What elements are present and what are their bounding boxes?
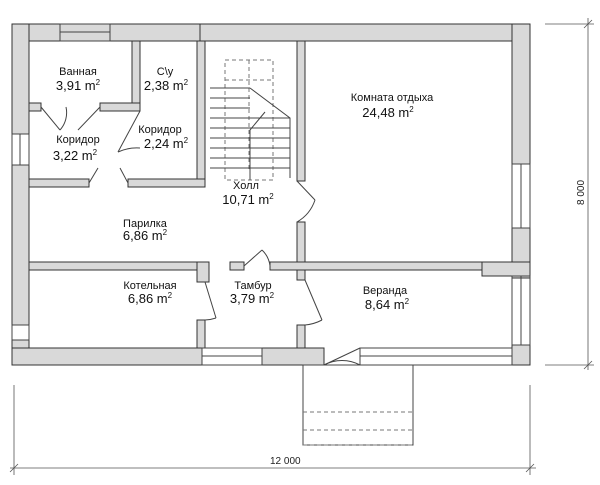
- room-area: 6,86 m: [123, 228, 163, 243]
- room-label-komnata-otdyha: Комната отдыха 24,48 m2: [351, 92, 434, 120]
- staircase: [210, 59, 291, 181]
- doors: [40, 106, 361, 366]
- area-superscript: 2: [168, 291, 173, 300]
- area-superscript: 2: [269, 192, 274, 201]
- outer-walls: [11, 23, 531, 366]
- room-label-vannaya: Ванная 3,91 m2: [56, 66, 101, 93]
- room-area: 3,91 m: [56, 78, 96, 93]
- room-area: 2,24 m: [144, 136, 184, 151]
- room-label-parilka: Парилка 6,86 m2: [123, 218, 168, 243]
- area-superscript: 2: [184, 78, 189, 87]
- svg-text:8,64 m2: 8,64 m2: [365, 297, 410, 312]
- room-name: Холл: [233, 180, 259, 192]
- room-area: 3,79 m: [230, 291, 270, 306]
- room-label-kotelnaya: Котельная 6,86 m2: [123, 280, 176, 306]
- room-name: Коридор: [138, 124, 181, 136]
- room-name: С\у: [157, 66, 174, 78]
- room-label-tambur: Тамбур 3,79 m2: [230, 280, 275, 306]
- area-superscript: 2: [184, 136, 189, 145]
- svg-text:2,24 m2: 2,24 m2: [144, 136, 189, 151]
- room-area: 6,86 m: [128, 291, 168, 306]
- svg-text:24,48 m2: 24,48 m2: [362, 105, 414, 120]
- windows: [11, 23, 531, 366]
- room-label-koridor-1: Коридор 3,22 m2: [53, 134, 100, 163]
- svg-text:3,79 m2: 3,79 m2: [230, 291, 275, 306]
- area-superscript: 2: [163, 228, 168, 237]
- room-label-koridor-2: Коридор 2,24 m2: [138, 124, 188, 151]
- room-name: Веранда: [363, 285, 408, 297]
- dimension-width: 12 000: [9, 385, 536, 475]
- room-area: 2,38 m: [144, 78, 184, 93]
- room-name: Коридор: [56, 134, 99, 146]
- width-label: 12 000: [270, 456, 301, 467]
- room-name: Ванная: [59, 66, 97, 78]
- svg-text:2,38 m2: 2,38 m2: [144, 78, 189, 93]
- svg-text:3,22 m2: 3,22 m2: [53, 148, 98, 163]
- entrance-steps: [302, 364, 414, 446]
- room-label-veranda: Веранда 8,64 m2: [363, 285, 410, 312]
- room-area: 24,48 m: [362, 105, 409, 120]
- dimension-depth: 8 000: [545, 18, 594, 370]
- room-area: 10,71 m: [222, 192, 269, 207]
- room-area: 8,64 m: [365, 297, 405, 312]
- room-area: 3,22 m: [53, 148, 93, 163]
- svg-text:10,71 m2: 10,71 m2: [222, 192, 274, 207]
- interior-walls: [28, 40, 483, 349]
- room-name: Комната отдыха: [351, 92, 434, 104]
- area-superscript: 2: [409, 105, 414, 114]
- room-name: Парилка: [123, 218, 168, 230]
- area-superscript: 2: [93, 148, 98, 157]
- svg-text:3,91 m2: 3,91 m2: [56, 78, 101, 93]
- area-superscript: 2: [96, 78, 101, 87]
- area-superscript: 2: [405, 297, 410, 306]
- area-superscript: 2: [270, 291, 275, 300]
- room-label-holl: Холл 10,71 m2: [222, 180, 274, 207]
- svg-text:6,86 m2: 6,86 m2: [128, 291, 173, 306]
- room-name: Котельная: [123, 280, 176, 292]
- depth-label: 8 000: [576, 180, 587, 205]
- svg-text:6,86 m2: 6,86 m2: [123, 228, 168, 243]
- room-name: Тамбур: [234, 280, 271, 292]
- room-label-su: С\у 2,38 m2: [144, 66, 189, 93]
